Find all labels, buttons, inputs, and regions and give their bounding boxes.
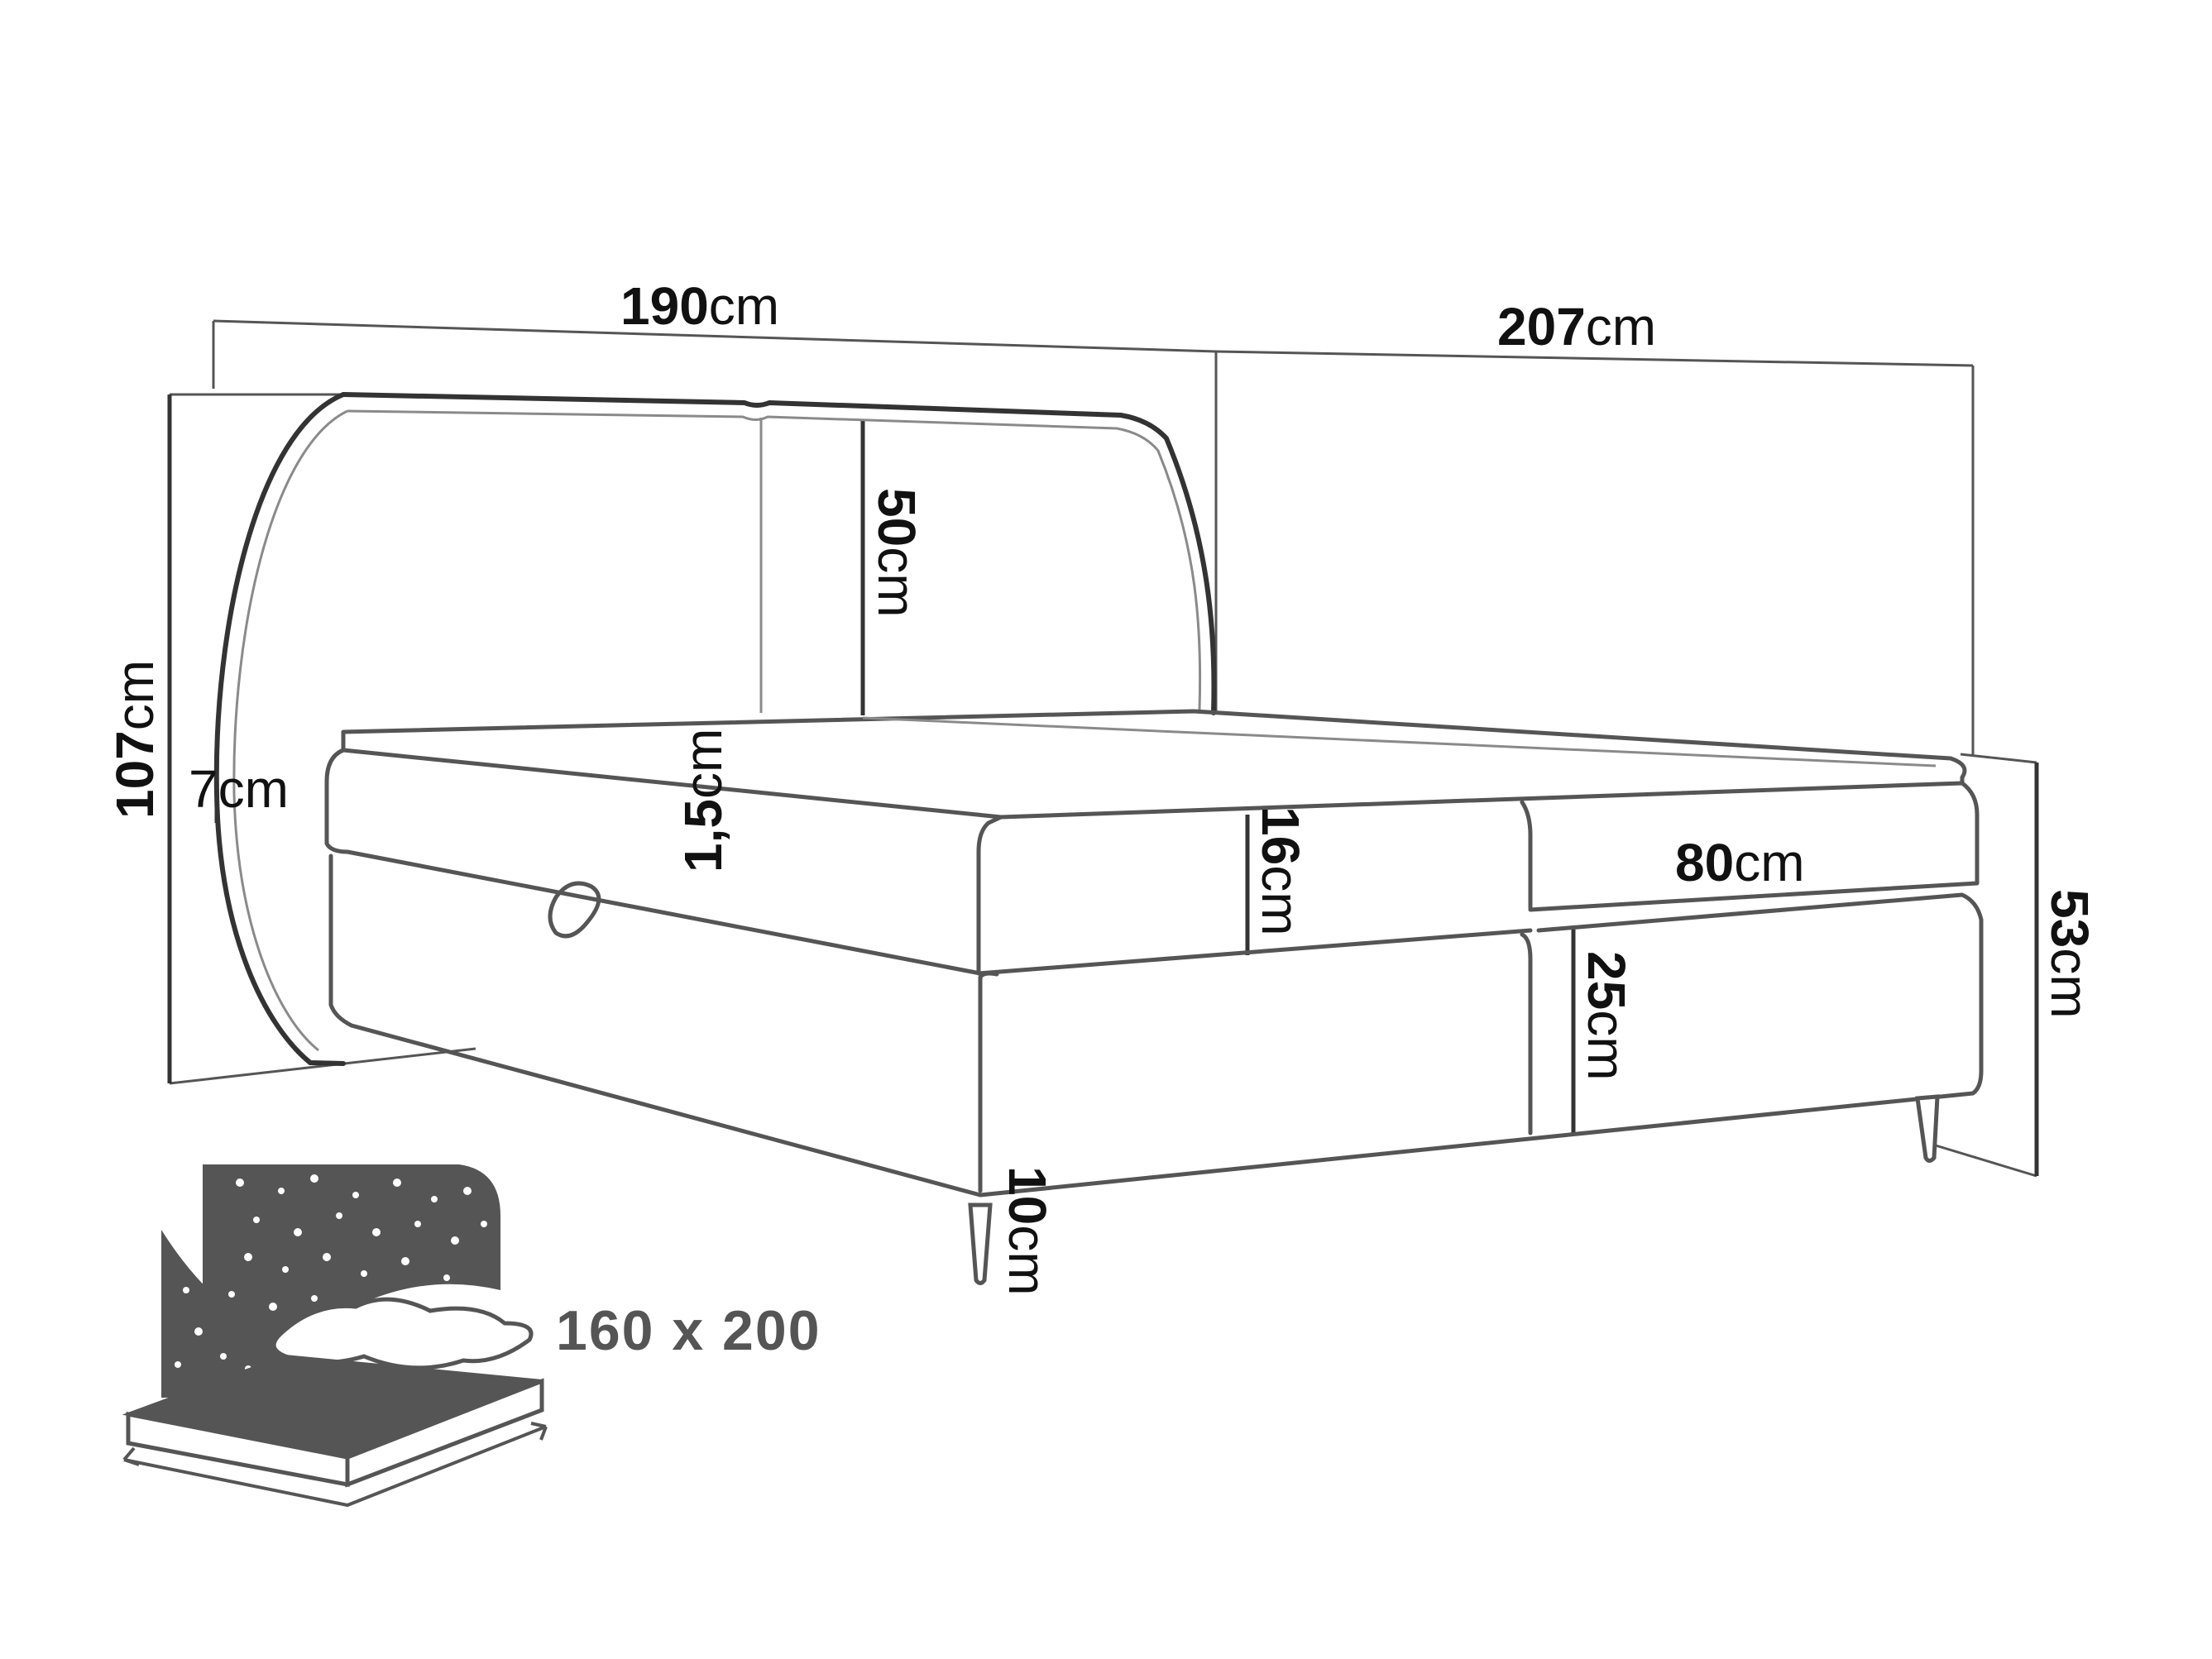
headboard-height-unit: cm (867, 547, 926, 617)
mattress-width-value: 80 (1675, 833, 1734, 892)
bed-size-icon (122, 1164, 548, 1508)
mattress (324, 748, 1980, 976)
bed-height-value: 53 (2040, 889, 2099, 948)
bed-legs (968, 1094, 1940, 1285)
width-label: 207cm (1497, 297, 1656, 356)
box-height-label: 25cm (1577, 951, 1636, 1081)
box-height-value: 25 (1577, 951, 1636, 1010)
length-unit: cm (709, 276, 779, 336)
length-label: 190cm (620, 276, 779, 336)
bed-height-unit: cm (2040, 948, 2099, 1018)
leg-height-value: 10 (998, 1166, 1057, 1225)
mattress-width-unit: cm (1734, 833, 1804, 892)
topper-thickness-value: 1,5 (673, 799, 733, 873)
headboard-height-value: 50 (867, 488, 926, 547)
topper-thickness-unit: cm (673, 729, 733, 799)
mattress-height-label: 16cm (1251, 806, 1310, 936)
box-base (328, 853, 1984, 1198)
headboard-thickness-unit: cm (218, 759, 289, 819)
headboard (213, 392, 1217, 1066)
box-height-unit: cm (1577, 1010, 1636, 1080)
headboard-thickness-value: 7 (189, 759, 218, 819)
headboard-height-label: 50cm (867, 488, 926, 618)
topper-thickness-label: 1,5cm (673, 729, 733, 873)
width-unit: cm (1586, 297, 1656, 356)
bed-height-label: 53cm (2040, 889, 2099, 1019)
mattress-height-value: 16 (1251, 806, 1310, 865)
leg-height-unit: cm (998, 1225, 1057, 1295)
total-height-label: 107cm (105, 660, 165, 819)
front-leg (968, 1202, 993, 1285)
storage-handle (548, 881, 601, 939)
length-value: 190 (620, 276, 709, 336)
mattress-width-label: 80cm (1675, 833, 1805, 892)
width-value: 207 (1497, 297, 1586, 356)
mattress-topper (341, 709, 1967, 820)
dimension-lines (167, 394, 2039, 1176)
headboard-thickness-label: 7cm (189, 759, 289, 819)
bed-size-label: 160 x 200 (556, 1299, 821, 1362)
mattress-height-unit: cm (1251, 865, 1310, 935)
right-leg (1915, 1094, 1940, 1163)
total-height-unit: cm (105, 660, 165, 730)
extension-lines (169, 319, 2037, 1178)
total-height-value: 107 (105, 730, 165, 819)
leg-height-label: 10cm (998, 1166, 1057, 1296)
